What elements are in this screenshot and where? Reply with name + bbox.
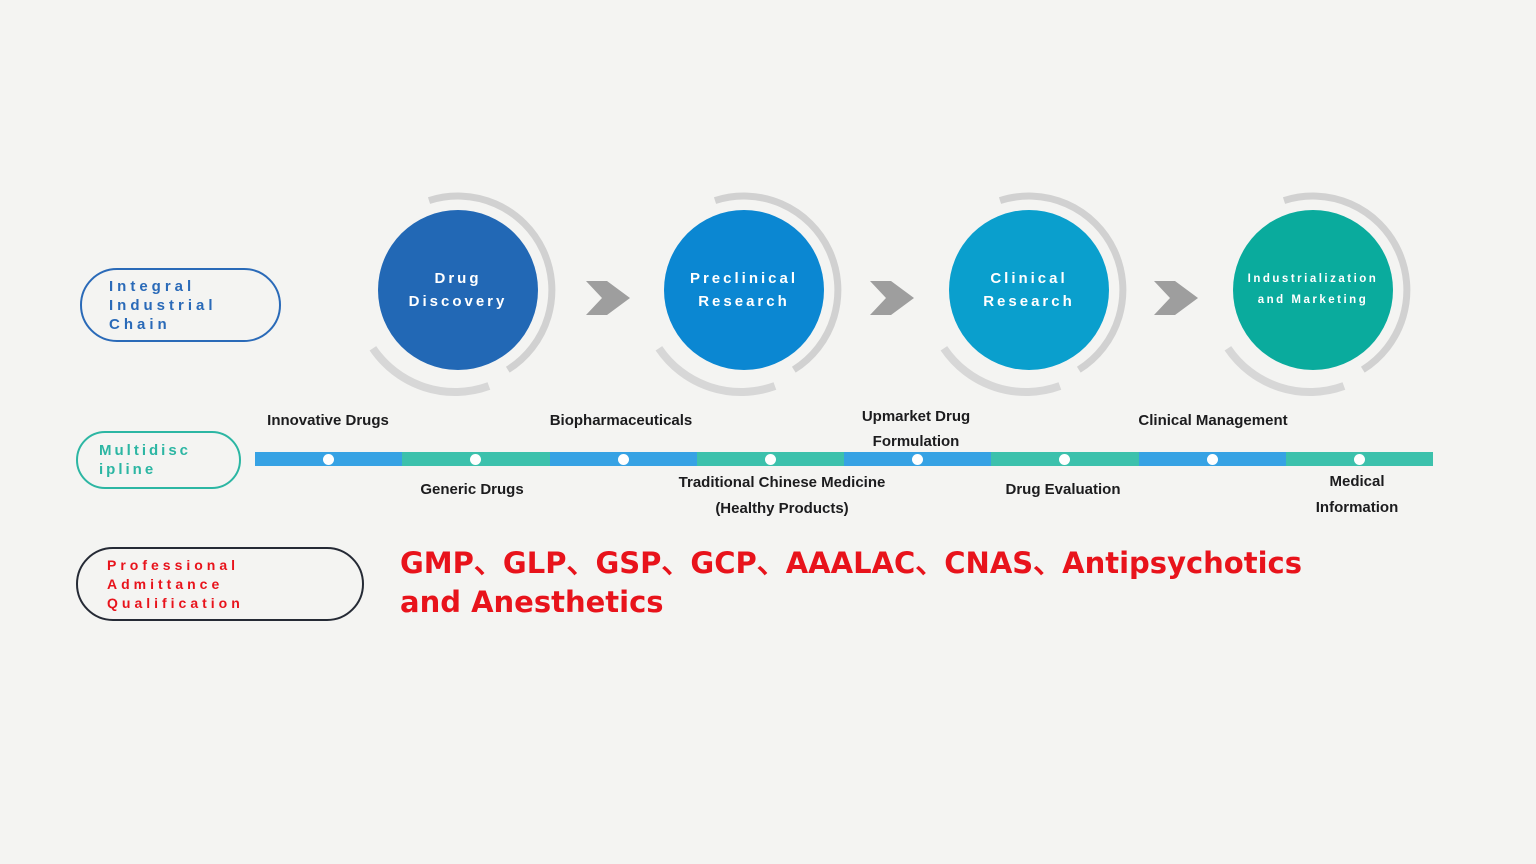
stage-circle-preclinical-research: Preclinical Research bbox=[664, 210, 824, 370]
timeline-label-upmarket-drug-formulation: Upmarket Drug Formulation bbox=[862, 404, 970, 454]
stage-circle-industrialization-and-marketing: Industrialization and Marketing bbox=[1233, 210, 1393, 370]
pill-line: Chain bbox=[109, 315, 171, 333]
timeline-label-biopharmaceuticals: Biopharmaceuticals bbox=[550, 411, 693, 431]
stage-label-line: Industrialization bbox=[1247, 273, 1379, 285]
timeline-label-line: Information bbox=[1315, 499, 1399, 516]
stage-arc-decoration bbox=[940, 192, 1127, 396]
arrow-right-icon bbox=[1154, 281, 1198, 315]
timeline-dot bbox=[912, 453, 924, 465]
stage-label-line: Preclinical bbox=[689, 270, 799, 287]
timeline-label-line: Biopharmaceuticals bbox=[549, 412, 693, 429]
stage-arc-decoration bbox=[1224, 192, 1411, 396]
timeline-dot bbox=[1206, 453, 1218, 465]
timeline-segment bbox=[1285, 452, 1433, 466]
timeline-dot bbox=[1059, 453, 1071, 465]
timeline-label-medical-information: Medical Information bbox=[1316, 469, 1399, 521]
timeline-label-line: (Healthy Products) bbox=[715, 500, 849, 517]
timeline-segment bbox=[1138, 452, 1286, 466]
stage-label-line: Research bbox=[983, 293, 1075, 310]
timeline-label-line: Traditional Chinese Medicine bbox=[678, 474, 886, 491]
stage-label-line: Clinical bbox=[990, 270, 1068, 287]
pill-line: Professional bbox=[107, 556, 240, 573]
integral-industrial-chain-label: Integral Industrial Chain bbox=[80, 268, 281, 342]
arrow-right-icon bbox=[586, 281, 630, 315]
professional-admittance-qualification-label: Professional Admittance Qualification bbox=[76, 547, 364, 621]
pill-line: Industrial bbox=[109, 296, 217, 314]
pill-line: Qualification bbox=[107, 594, 244, 611]
pill-line: ipline bbox=[99, 461, 157, 478]
timeline-label-clinical-management: Clinical Management bbox=[1138, 411, 1287, 431]
qualification-list-text: GMP、GLP、GSP、GCP、AAALAC、CNAS、Antipsychoti… bbox=[400, 546, 1302, 619]
stage-preclinical-research: Preclinical Research bbox=[634, 180, 854, 400]
timeline-dot bbox=[470, 453, 482, 465]
timeline-label-line: Medical bbox=[1329, 473, 1385, 490]
stage-label-line: Drug bbox=[434, 270, 482, 287]
timeline-dot bbox=[617, 453, 629, 465]
timeline-label-drug-evaluation: Drug Evaluation bbox=[1005, 480, 1120, 500]
timeline-segment bbox=[402, 452, 550, 466]
timeline-segment bbox=[844, 452, 992, 466]
timeline-label-line: Drug Evaluation bbox=[1005, 481, 1121, 498]
timeline-label-line: Clinical Management bbox=[1138, 412, 1288, 429]
timeline-label-traditional-chinese-medicine: Traditional Chinese Medicine (Healthy Pr… bbox=[679, 470, 886, 522]
stage-arc-decoration bbox=[655, 192, 842, 396]
timeline-segment bbox=[991, 452, 1139, 466]
multidiscipline-label: Multidisc ipline bbox=[76, 431, 241, 489]
stage-clinical-research: Clinical Research bbox=[919, 180, 1139, 400]
arrow-right-icon bbox=[870, 281, 914, 315]
timeline-dot bbox=[764, 453, 776, 465]
stage-label-line: Research bbox=[698, 293, 790, 310]
timeline-label-line: Innovative Drugs bbox=[267, 412, 389, 429]
pill-line: Integral bbox=[109, 277, 196, 295]
multidiscipline-timeline-bar bbox=[255, 452, 1433, 466]
stage-arc-decoration bbox=[369, 192, 556, 396]
stage-label-line: Discovery bbox=[408, 293, 508, 310]
pill-line: Multidisc bbox=[99, 442, 192, 459]
timeline-label-line: Generic Drugs bbox=[420, 481, 524, 498]
timeline-segment bbox=[549, 452, 697, 466]
timeline-dot bbox=[1353, 453, 1365, 465]
timeline-segment bbox=[696, 452, 844, 466]
timeline-label-generic-drugs: Generic Drugs bbox=[420, 480, 523, 500]
pill-line: Admittance bbox=[107, 575, 224, 592]
stage-drug-discovery: Drug Discovery bbox=[348, 180, 568, 400]
timeline-segment bbox=[255, 452, 403, 466]
stage-circle-drug-discovery: Drug Discovery bbox=[378, 210, 538, 370]
timeline-label-innovative-drugs: Innovative Drugs bbox=[267, 411, 389, 431]
stage-industrialization-and-marketing: Industrialization and Marketing bbox=[1203, 180, 1423, 400]
timeline-dot bbox=[323, 453, 335, 465]
stage-circle-clinical-research: Clinical Research bbox=[949, 210, 1109, 370]
stage-label-line: and Marketing bbox=[1257, 294, 1369, 306]
timeline-label-line: Upmarket Drug bbox=[861, 408, 971, 425]
timeline-label-line: Formulation bbox=[872, 433, 960, 450]
